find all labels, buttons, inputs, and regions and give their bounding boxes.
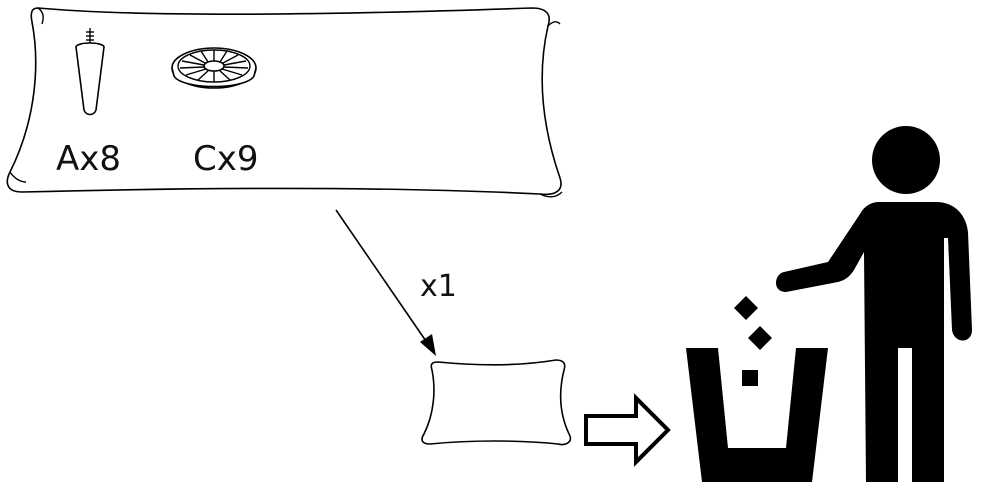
- transfer-arrow: [335, 209, 436, 356]
- person-disposing-icon: [776, 126, 972, 482]
- furniture-leg-icon: [75, 28, 105, 116]
- empty-bag-outline: [421, 359, 572, 446]
- part-c-label: Cx9: [193, 139, 259, 179]
- parts-bag: Ax8 Cx9: [6, 7, 563, 198]
- wheel-disc-icon: [171, 47, 257, 89]
- trash-bin-icon: [686, 296, 828, 482]
- outline-arrow-right-icon: [584, 393, 671, 467]
- part-a-label: Ax8: [56, 139, 121, 179]
- empty-bag: [421, 359, 572, 446]
- transfer-quantity-label: x1: [420, 269, 457, 304]
